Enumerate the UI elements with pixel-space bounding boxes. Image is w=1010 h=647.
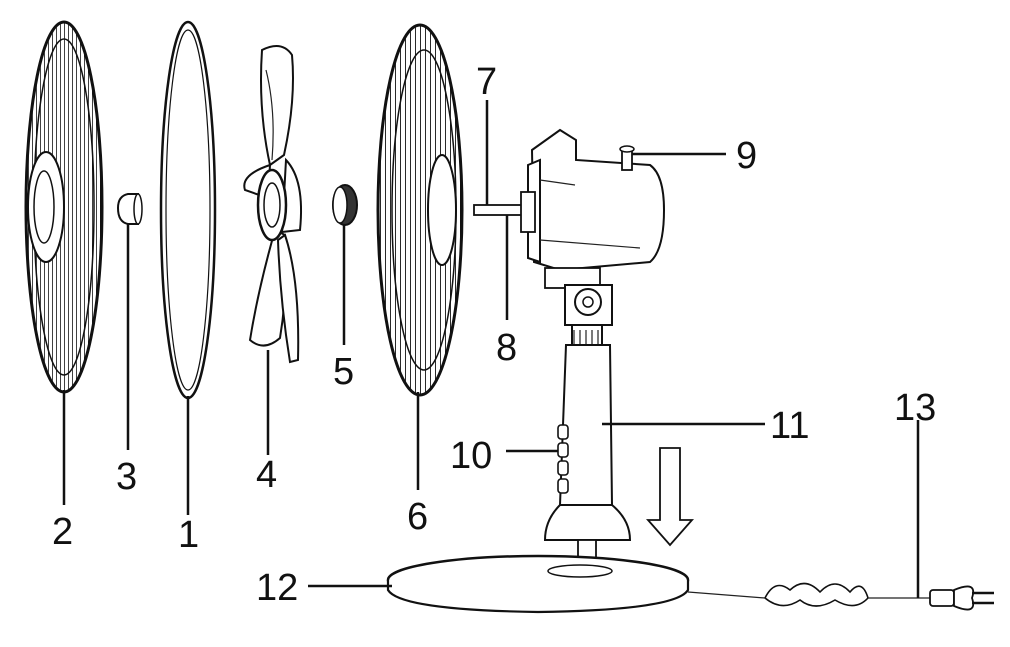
tilt-joint	[564, 284, 613, 326]
label-part-1: 1	[178, 514, 199, 556]
control-buttons	[557, 424, 569, 494]
label-part-11: 11	[770, 405, 809, 447]
label-part-13: 13	[894, 387, 936, 429]
leader-lines	[62, 100, 920, 598]
oscillation-knob	[619, 145, 635, 171]
label-part-10: 10	[450, 435, 492, 477]
spinner-nut	[332, 184, 358, 226]
fan-base	[386, 554, 690, 614]
label-part-7: 7	[476, 61, 497, 103]
power-cord	[687, 582, 994, 611]
down-arrow-icon	[646, 447, 694, 547]
label-part-4: 4	[256, 454, 277, 496]
label-part-6: 6	[407, 496, 428, 538]
label-part-8: 8	[496, 327, 517, 369]
fan-blade	[243, 45, 303, 364]
blade-cap	[116, 193, 143, 225]
label-part-3: 3	[116, 456, 137, 498]
rear-grille	[376, 23, 464, 397]
part-labels: 2 1 3 4 5 6 7 8 9 10 11 12 13	[52, 61, 936, 609]
motor-shaft	[473, 204, 525, 216]
label-part-5: 5	[333, 351, 354, 393]
label-part-2: 2	[52, 511, 73, 553]
grille-ring	[159, 20, 217, 400]
label-part-9: 9	[736, 135, 757, 177]
front-grille	[24, 20, 104, 394]
label-part-12: 12	[256, 567, 298, 609]
